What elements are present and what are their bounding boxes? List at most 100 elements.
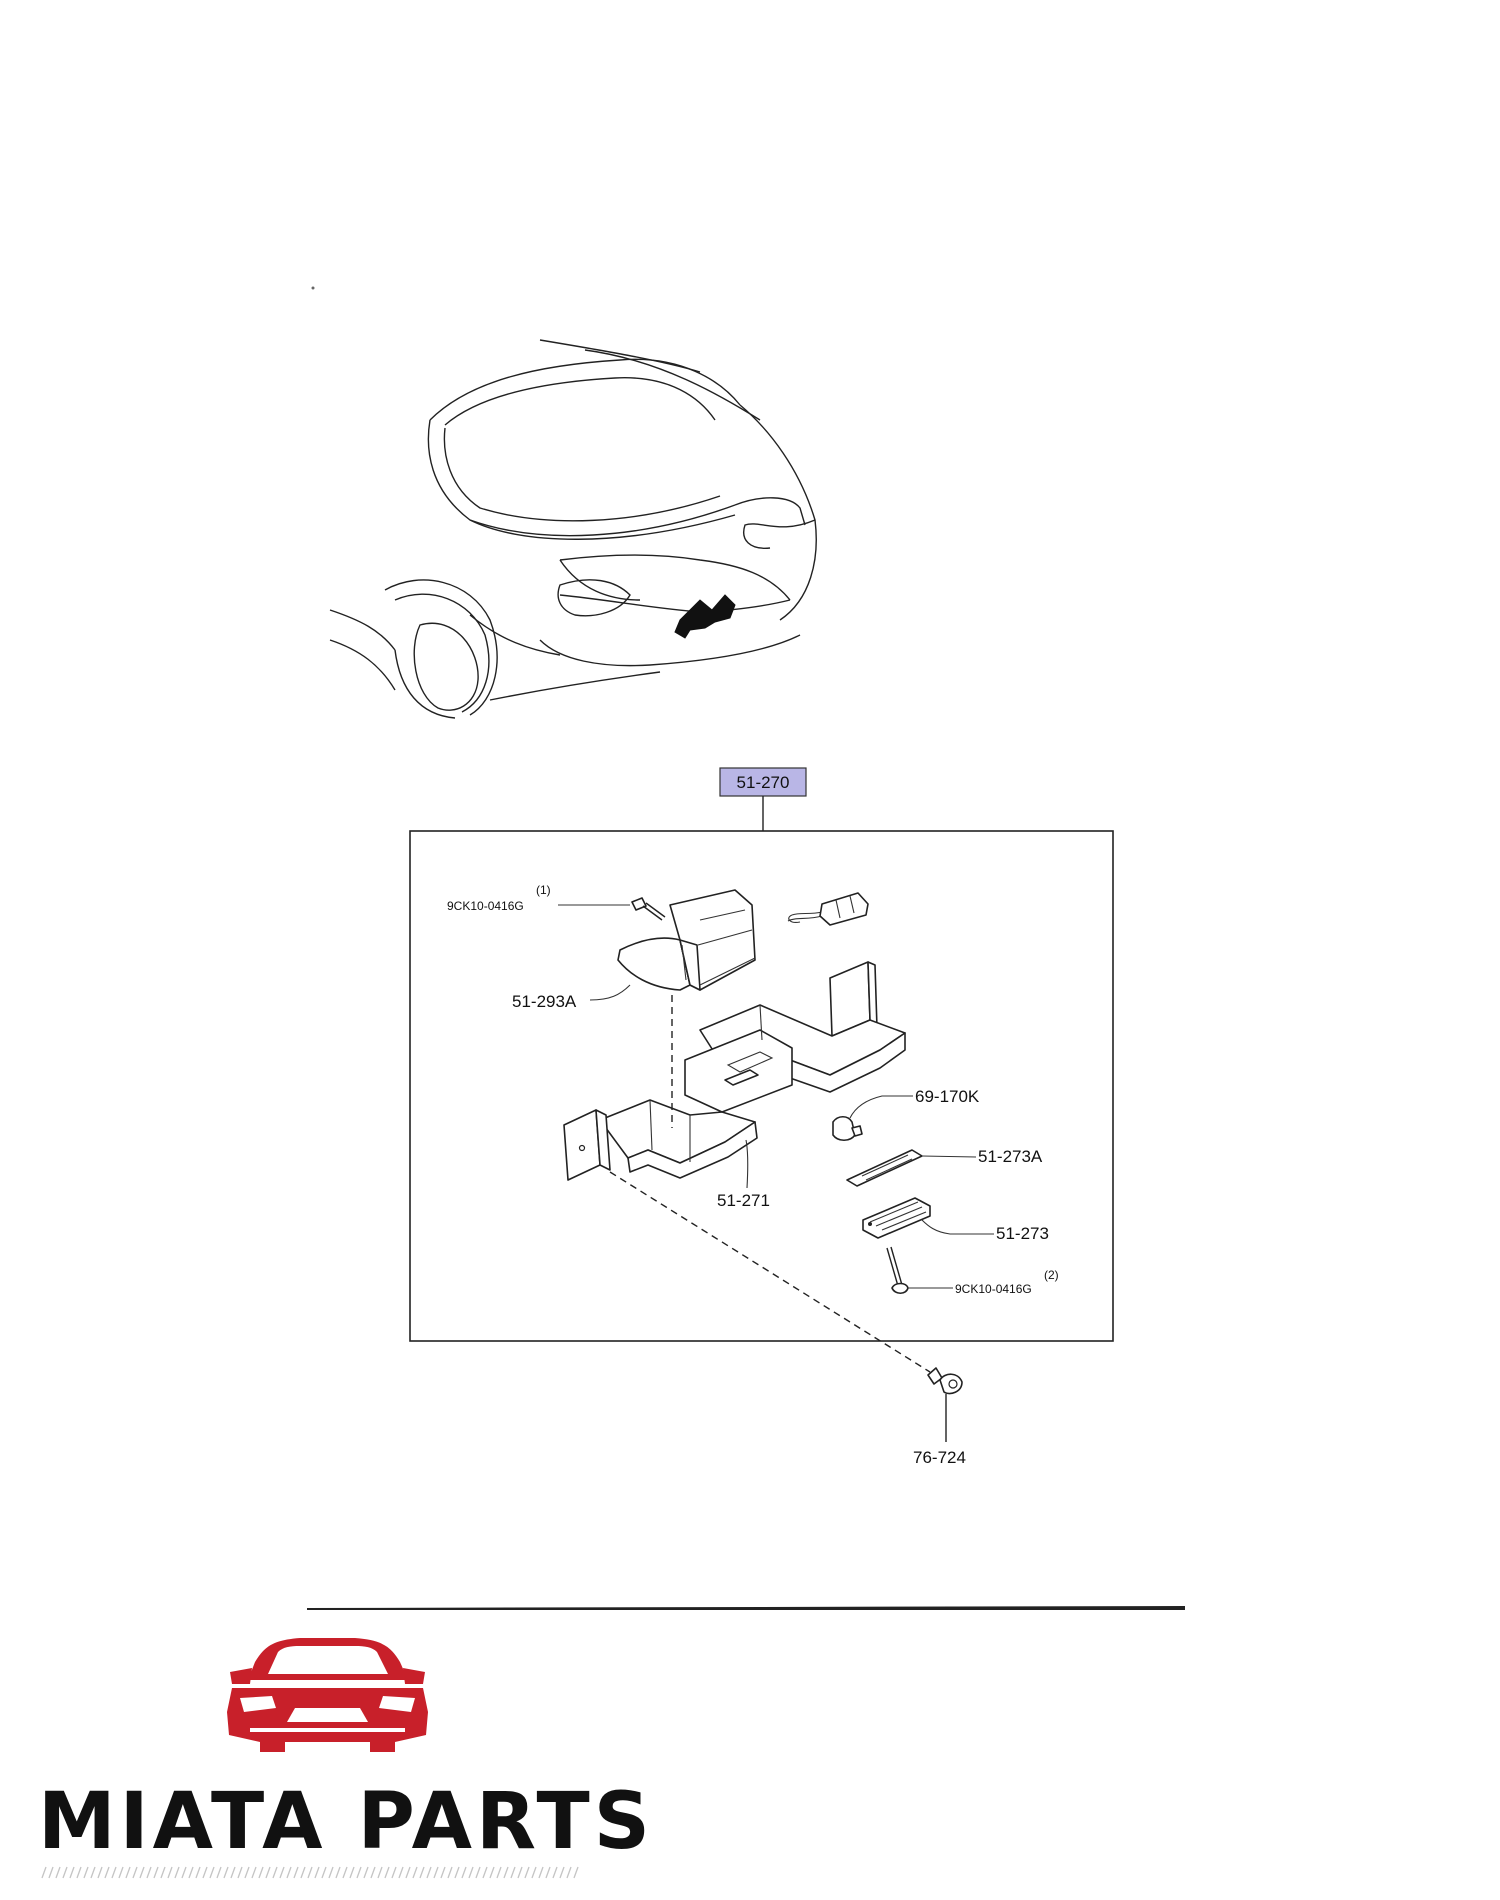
brand-hatch-stroke <box>132 1866 138 1879</box>
brand-hatch-stroke <box>454 1866 460 1879</box>
brand-hatch-stroke <box>118 1866 124 1879</box>
lamp-cover <box>617 889 756 991</box>
brand-hatch-stroke <box>55 1866 61 1879</box>
car-rear-illustration <box>311 286 817 719</box>
grommet <box>927 1367 963 1442</box>
brand-hatch-stroke <box>531 1866 537 1879</box>
brand-hatch-stroke <box>104 1866 110 1879</box>
brand-hatch-stroke <box>258 1866 264 1879</box>
brand-hatch-stroke <box>503 1866 509 1879</box>
brand-hatch-stroke <box>440 1866 446 1879</box>
brand-hatch-stroke <box>335 1866 341 1879</box>
brand-hatch-stroke <box>559 1866 565 1879</box>
screw-bottom <box>886 1246 909 1295</box>
brand-hatch-stroke <box>202 1866 208 1879</box>
brand-hatch-stroke <box>573 1866 579 1879</box>
wire-connector <box>787 892 869 926</box>
brand-hatch-stroke <box>328 1866 334 1879</box>
brand-hatch-stroke <box>251 1866 257 1879</box>
brand-hatch-stroke <box>314 1866 320 1879</box>
brand-hatch-stroke <box>524 1866 530 1879</box>
screw-bottom-qty-label: (2) <box>1044 1268 1059 1282</box>
brand-hatch-stroke <box>552 1866 558 1879</box>
brand-hatch-stroke <box>398 1866 404 1879</box>
lens <box>846 1149 923 1187</box>
brand-hatch-stroke <box>447 1866 453 1879</box>
brand-hatch-stroke <box>342 1866 348 1879</box>
brand-hatch-stroke <box>97 1866 103 1879</box>
brand-underline-pattern <box>40 1866 580 1880</box>
lamp-body-label: 51-273 <box>996 1224 1049 1243</box>
brand-hatch-stroke <box>76 1866 82 1879</box>
brand-hatch-stroke <box>279 1866 285 1879</box>
lamp-body <box>862 1197 931 1239</box>
brand-logo: MIATA PARTS <box>38 1638 654 1880</box>
screw-top-qty-label: (1) <box>536 883 551 897</box>
brand-hatch-stroke <box>265 1866 271 1879</box>
screw-top <box>631 897 666 921</box>
socket <box>832 1115 863 1142</box>
brand-hatch-stroke <box>370 1866 376 1879</box>
brand-hatch-stroke <box>209 1866 215 1879</box>
brand-hatch-stroke <box>125 1866 131 1879</box>
brand-hatch-stroke <box>517 1866 523 1879</box>
screw-top-label: 9CK10-0416G <box>447 899 524 913</box>
brand-hatch-stroke <box>216 1866 222 1879</box>
brand-hatch-stroke <box>69 1866 75 1879</box>
brand-hatch-stroke <box>468 1866 474 1879</box>
brand-hatch-stroke <box>90 1866 96 1879</box>
brand-hatch-stroke <box>482 1866 488 1879</box>
brand-hatch-stroke <box>405 1866 411 1879</box>
brand-hatch-stroke <box>230 1866 236 1879</box>
brand-hatch-stroke <box>293 1866 299 1879</box>
brand-name: MIATA PARTS <box>38 1777 654 1867</box>
brand-hatch-stroke <box>433 1866 439 1879</box>
brand-hatch-stroke <box>363 1866 369 1879</box>
brand-hatch-stroke <box>174 1866 180 1879</box>
bracket <box>563 961 906 1181</box>
brand-hatch-stroke <box>307 1866 313 1879</box>
brand-hatch-stroke <box>41 1866 47 1879</box>
brand-hatch-stroke <box>300 1866 306 1879</box>
brand-hatch-stroke <box>538 1866 544 1879</box>
brand-hatch-stroke <box>146 1866 152 1879</box>
assembly-frame <box>409 830 1114 1342</box>
brand-hatch-stroke <box>510 1866 516 1879</box>
brand-hatch-stroke <box>48 1866 54 1879</box>
brand-hatch-stroke <box>153 1866 159 1879</box>
brand-hatch-stroke <box>62 1866 68 1879</box>
screw-bottom-label: 9CK10-0416G <box>955 1282 1032 1296</box>
brand-hatch-stroke <box>321 1866 327 1879</box>
brand-hatch-stroke <box>419 1866 425 1879</box>
brand-hatch-stroke <box>111 1866 117 1879</box>
brand-hatch-stroke <box>167 1866 173 1879</box>
brand-hatch-stroke <box>223 1866 229 1879</box>
lens-label: 51-273A <box>978 1147 1043 1166</box>
separator-line <box>307 1606 1185 1610</box>
brand-hatch-stroke <box>377 1866 383 1879</box>
socket-label: 69-170K <box>915 1087 980 1106</box>
brand-hatch-stroke <box>272 1866 278 1879</box>
brand-hatch-stroke <box>426 1866 432 1879</box>
brand-hatch-stroke <box>139 1866 145 1879</box>
brand-hatch-stroke <box>286 1866 292 1879</box>
brand-hatch-stroke <box>566 1866 572 1879</box>
brand-hatch-stroke <box>412 1866 418 1879</box>
brand-hatch-stroke <box>195 1866 201 1879</box>
lamp-cover-label: 51-293A <box>512 992 577 1011</box>
assembly-label: 51-270 <box>737 773 790 792</box>
brand-hatch-stroke <box>461 1866 467 1879</box>
brand-hatch-stroke <box>83 1866 89 1879</box>
grommet-label: 76-724 <box>913 1448 966 1467</box>
brand-hatch-stroke <box>545 1866 551 1879</box>
brand-hatch-stroke <box>181 1866 187 1879</box>
brand-hatch-stroke <box>160 1866 166 1879</box>
brand-hatch-stroke <box>188 1866 194 1879</box>
brand-hatch-stroke <box>356 1866 362 1879</box>
bracket-label: 51-271 <box>717 1191 770 1210</box>
brand-hatch-stroke <box>496 1866 502 1879</box>
assembly-label-tag[interactable]: 51-270 <box>719 767 807 797</box>
brand-hatch-stroke <box>384 1866 390 1879</box>
car-front-logo-icon <box>227 1638 428 1752</box>
